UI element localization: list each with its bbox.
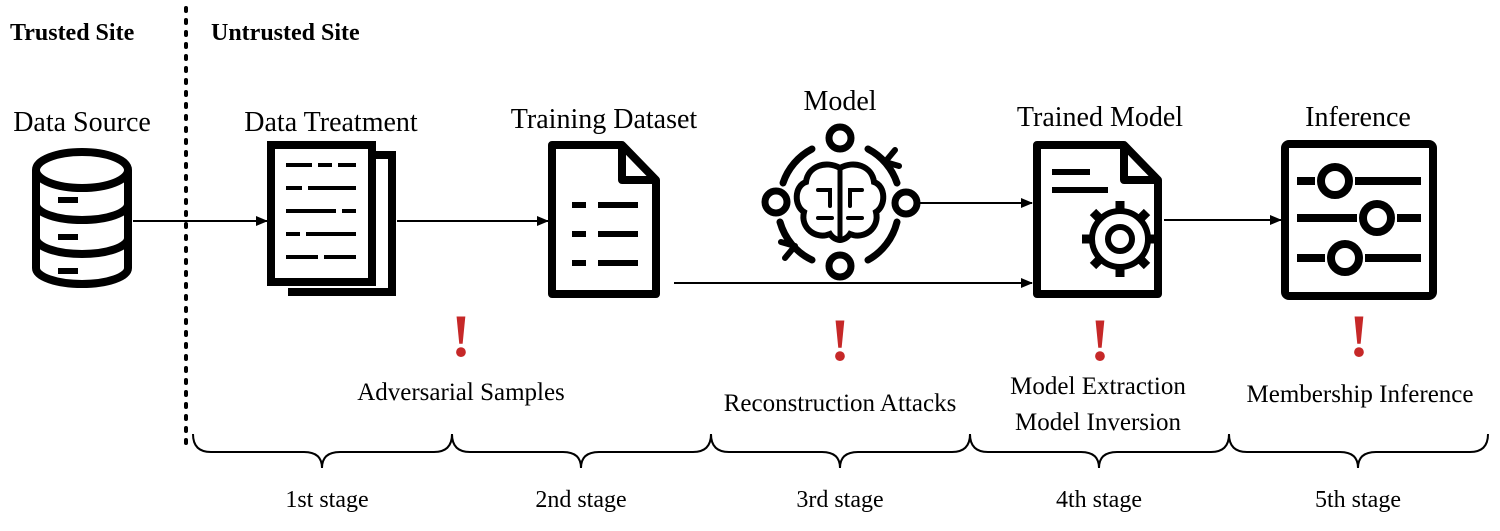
trusted-site-label: Trusted Site [10,20,135,46]
brace-stage-2 [451,433,712,469]
training-dataset-label: Training Dataset [511,104,698,135]
alert-mark-stage-5: ! [1349,303,1369,369]
brace-stage-5 [1228,433,1489,469]
brace-stage-4 [969,433,1230,469]
alert-mark-stage-4: ! [1090,307,1110,373]
untrusted-site-label: Untrusted Site [211,20,360,46]
attack-reconstruction: Reconstruction Attacks [724,390,957,417]
document-icon [548,141,660,298]
brace-stage-3 [710,433,971,469]
stage-label-5: 5th stage [1315,487,1401,513]
database-icon [32,148,132,288]
stage-label-3: 3rd stage [796,487,883,513]
stage-label-1: 1st stage [285,487,368,513]
attack-model-inversion: Model Inversion [1015,409,1181,436]
inference-label: Inference [1305,102,1411,133]
brain-model-icon [761,123,921,281]
attack-model-extraction: Model Extraction [1010,373,1186,400]
trained-model-icon [1033,141,1162,298]
documents-stack-icon [267,141,396,296]
stage-label-2: 2nd stage [535,487,626,513]
stage-label-4: 4th stage [1056,487,1142,513]
attack-membership-inference: Membership Inference [1247,381,1474,408]
sliders-icon [1281,140,1437,300]
gear-icon [1082,201,1158,277]
stage-braces [192,433,1489,469]
brace-stage-1 [192,433,453,469]
alert-mark-stage-1-2: ! [451,303,471,369]
attack-adversarial-samples: Adversarial Samples [357,379,565,406]
trained-model-label: Trained Model [1017,102,1183,133]
model-label: Model [803,86,876,117]
alert-mark-stage-3: ! [830,307,850,373]
data-treatment-label: Data Treatment [244,107,418,138]
data-source-label: Data Source [13,107,151,138]
